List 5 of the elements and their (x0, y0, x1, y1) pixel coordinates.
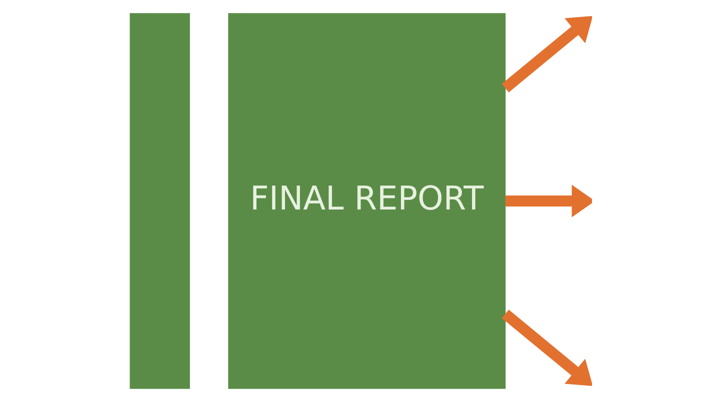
arrow (501, 16, 592, 92)
arrow (501, 310, 592, 386)
arrow (504, 184, 592, 218)
node-bar (129, 13, 190, 389)
node-box: FINAL REPORT (228, 13, 506, 389)
